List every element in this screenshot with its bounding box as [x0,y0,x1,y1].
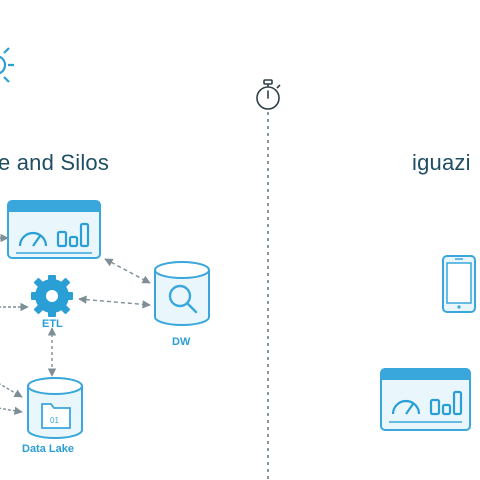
stopwatch-icon [256,79,281,110]
dw-database [154,261,210,326]
data-lake-label: Data Lake [22,443,74,455]
mobile-phone-icon [442,255,476,313]
dashboard-window-right [380,368,471,431]
dw-label: DW [172,336,191,348]
etl-gear-icon [31,275,73,317]
folder-icon: 01 [41,403,71,429]
data-lake-database: 01 [27,377,83,439]
search-icon [168,284,198,314]
section-title-left: e and Silos [0,150,110,175]
svg-text:01: 01 [50,416,59,425]
flow-arrows [0,233,151,415]
gear-icon [0,47,14,83]
section-title-right: iguazi [412,150,471,175]
etl-label: ETL [42,318,63,330]
dashboard-window [7,200,101,259]
dashboard-icon [391,390,463,416]
dashboard-icon [18,222,90,248]
